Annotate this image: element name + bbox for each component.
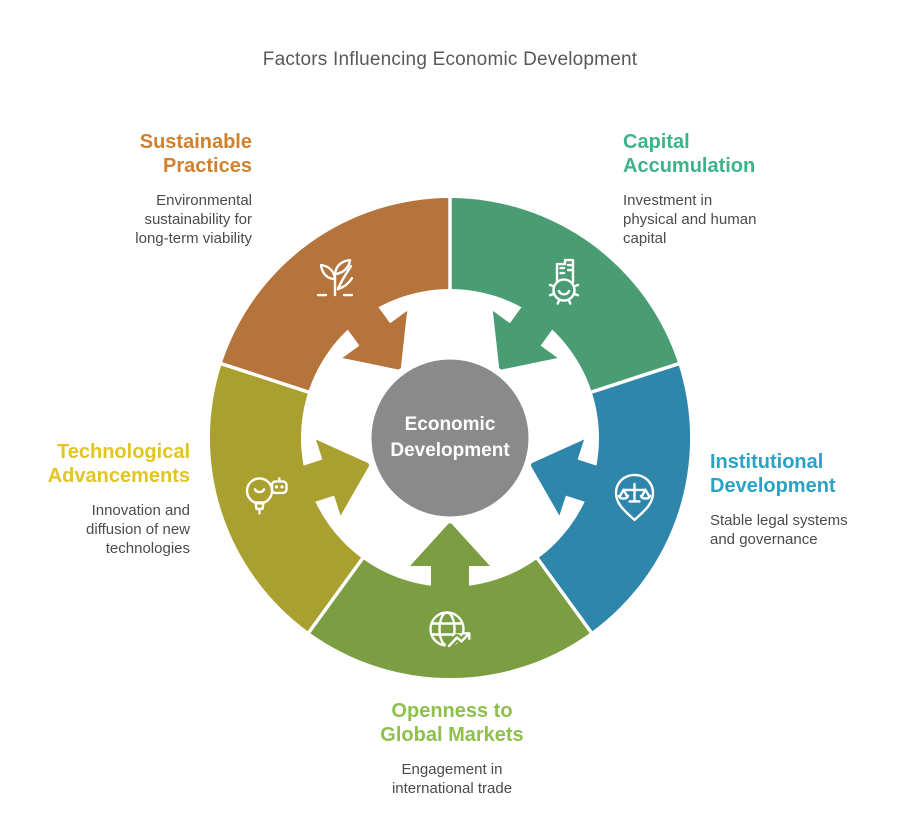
openness-to-global-markets-arrow [410, 522, 490, 608]
segment-divider [218, 361, 312, 395]
capital-accumulation-title: Capital Accumulation [623, 131, 756, 177]
center-circle [364, 352, 536, 524]
technological-advancements-sector [209, 363, 363, 633]
sustainable-practices-label: Sustainable Practices Environmental sust… [42, 130, 252, 248]
capital-accumulation-label: Capital Accumulation Investment in physi… [623, 130, 833, 248]
openness-to-global-markets-description: Engagement in international trade [391, 761, 513, 797]
capital-accumulation-description: Investment in physical and human capital [623, 192, 757, 247]
institutional-development-title: Institutional Development [710, 451, 836, 497]
openness-to-global-markets-sector [308, 558, 592, 679]
sustainable-practices-title: Sustainable Practices [139, 131, 252, 177]
center-label: Economic Development [390, 414, 510, 461]
institutional-development-label: Institutional Development Stable legal s… [710, 450, 896, 549]
institutional-development-description: Stable legal systems and governance [710, 512, 848, 548]
openness-to-global-markets-label: Openness to Global Markets Engagement in… [327, 699, 577, 798]
openness-to-global-markets-title: Openness to Global Markets [380, 700, 524, 746]
sustainable-practices-description: Environmental sustainability for long-te… [135, 192, 252, 247]
institutional-development-sector [537, 363, 691, 633]
technological-advancements-title: Technological Advancements [47, 441, 190, 487]
segment-divider [588, 361, 682, 395]
segment-divider [305, 555, 366, 636]
page-title: Factors Influencing Economic Development [262, 49, 638, 70]
technological-advancements-label: Technological Advancements Innovation an… [0, 440, 190, 558]
segment-divider [534, 555, 595, 636]
technological-advancements-description: Innovation and diffusion of new technolo… [86, 502, 190, 557]
